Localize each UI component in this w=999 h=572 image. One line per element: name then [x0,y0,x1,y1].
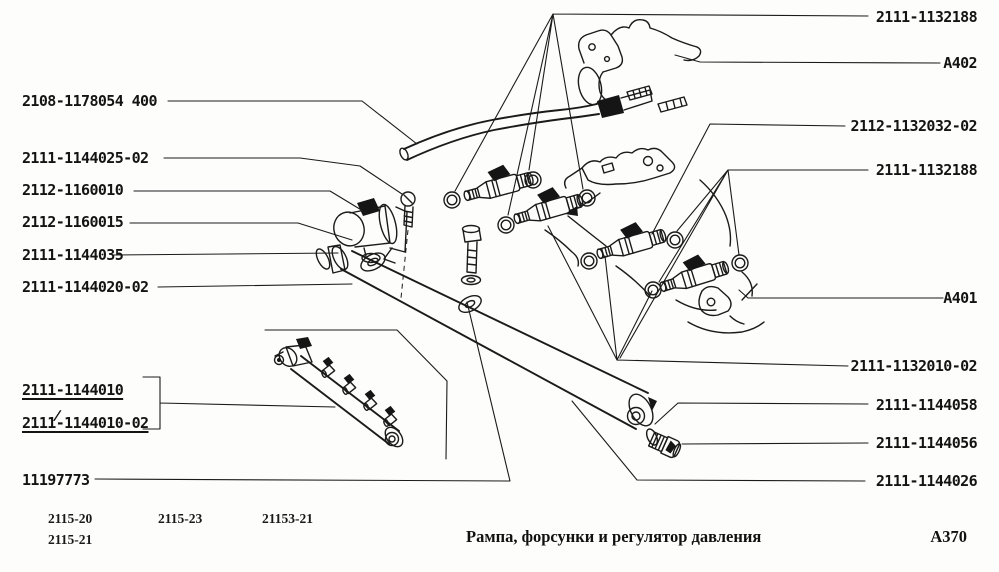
part-label-oring-mid: 2111-1132188 [875,161,978,179]
pressure-regulator [333,198,408,264]
part-label-regulator: 2112-1160010 [22,181,124,199]
injector-3 [591,214,669,264]
part-label-bolt: 11197773 [22,471,90,489]
engine-sketch-top [577,18,702,113]
part-label-rail-assy-02-text: 2111-1144010-02 [22,414,149,432]
part-label-injector-set: 2111-1132010-02 [850,357,978,375]
rail-bolt [460,224,482,286]
model-code-4: 21153-21 [262,511,314,526]
part-label-end-cap: 2111-1144058 [875,396,978,414]
part-label-screw: 2111-1144025-02 [22,149,149,167]
model-code-1: 2115-20 [48,511,93,526]
view-label-a402: A402 [943,54,977,72]
o-rings [443,171,749,299]
part-label-injector: 2112-1132032-02 [850,117,978,135]
part-label-rail-assy-02: 2111-1144010-02 / [22,407,149,432]
part-label-end-plug: 2111-1144056 [875,434,978,452]
part-label-rail-plug: 2111-1144035 [22,246,124,264]
fuel-rail [315,244,657,430]
end-fitting [645,428,682,459]
part-label-fitting: 2111-1144026 [875,472,978,490]
part-label-rail-assy: 2111-1144010 [22,381,124,399]
view-label-a401: A401 [943,289,977,307]
part-label-hose: 2108-1178054 400 [22,92,158,110]
fuel-hose [399,89,653,161]
model-code-3: 2115-23 [158,511,203,526]
model-code-2: 2115-21 [48,532,93,547]
figure-caption: Рампа, форсунки и регулятор давления [466,527,762,546]
leader-lines [94,13,944,482]
figure-code: A370 [930,527,967,546]
regulator-screw [400,191,416,299]
part-label-oring-top: 2111-1132188 [875,8,978,26]
part-label-regulator-seal: 2112-1160015 [22,213,124,231]
part-label-rail: 2111-1144020-02 [22,278,149,296]
injector-1 [458,157,536,206]
bracket-a401-sketch [687,283,765,334]
rail-assembly-inset [264,329,448,460]
manifold-sketch [544,147,753,311]
